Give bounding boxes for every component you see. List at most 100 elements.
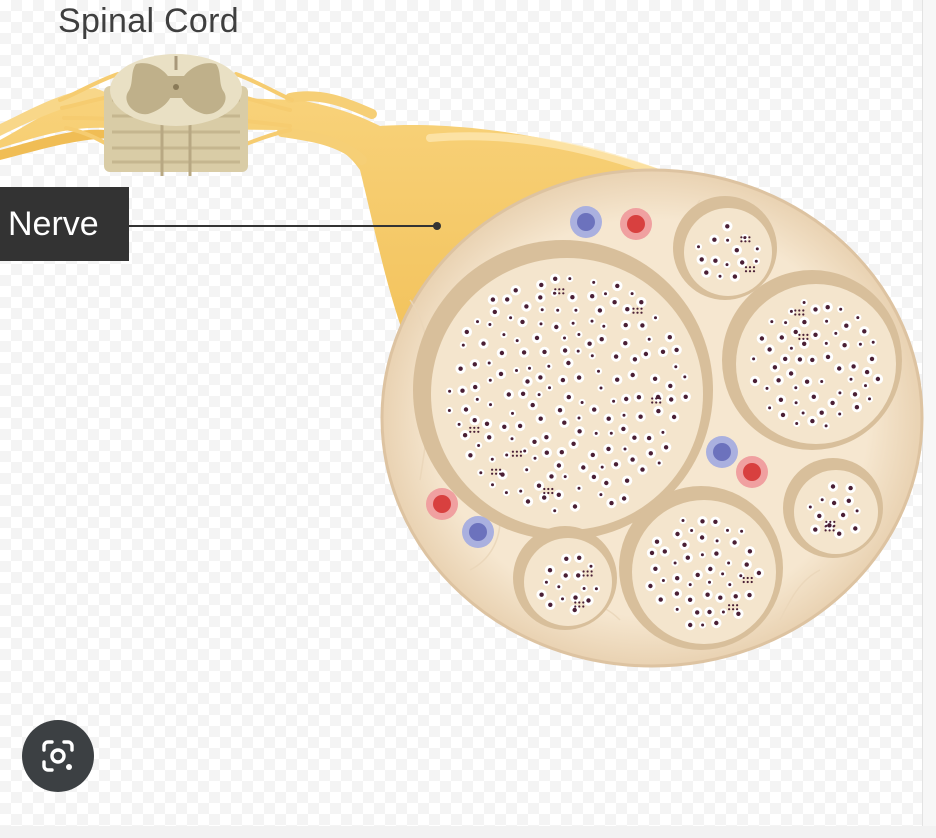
axon-core xyxy=(778,397,784,402)
unmyelinated-fiber xyxy=(543,491,546,495)
axon-core xyxy=(770,320,774,324)
axon-core xyxy=(732,540,737,545)
unmyelinated-fiber xyxy=(547,487,550,491)
axon-core xyxy=(668,383,673,389)
axon-core xyxy=(810,418,815,424)
artery-left xyxy=(426,488,458,520)
axon-core xyxy=(699,535,705,540)
axon-core xyxy=(727,561,731,565)
axon-core xyxy=(784,321,788,325)
axon-core xyxy=(765,386,769,390)
axon-core xyxy=(825,354,831,360)
axon-core xyxy=(726,238,730,242)
axon-core xyxy=(566,394,571,400)
axon-core xyxy=(590,319,594,323)
fascicle-bottom-middle xyxy=(619,486,783,650)
axon-core xyxy=(714,620,719,626)
unmyelinated-fiber xyxy=(802,333,805,336)
axon-core xyxy=(661,430,665,434)
unmyelinated-fiber xyxy=(802,337,805,340)
unmyelinated-fiber xyxy=(477,430,480,433)
axon-core xyxy=(846,498,851,503)
unmyelinated-fiber xyxy=(802,309,805,312)
unmyelinated-fiber xyxy=(794,309,797,312)
axon-core xyxy=(447,409,451,412)
unmyelinated-fiber xyxy=(732,608,735,611)
axon-core xyxy=(804,379,810,384)
axon-core xyxy=(472,418,477,423)
axon-core xyxy=(747,549,753,554)
axon-core xyxy=(697,245,700,249)
axon-core xyxy=(721,610,725,614)
axon-core xyxy=(570,295,575,300)
axon-core xyxy=(577,333,581,336)
unmyelinated-fiber xyxy=(515,450,519,453)
axon-core xyxy=(871,340,875,344)
axon-core xyxy=(613,462,619,467)
axon-core xyxy=(542,495,547,500)
axon-core xyxy=(767,347,772,352)
axon-core xyxy=(487,435,492,440)
axon-core xyxy=(830,484,836,489)
axon-core xyxy=(756,570,762,576)
axon-core xyxy=(622,413,626,417)
unmyelinated-fiber xyxy=(511,454,514,457)
axon-core xyxy=(479,471,483,475)
axon-core xyxy=(688,583,692,587)
axon-core xyxy=(825,319,829,323)
axon-core xyxy=(594,587,598,591)
axon-core xyxy=(623,447,627,451)
unmyelinated-fiber xyxy=(469,430,472,433)
axon-core xyxy=(831,500,837,506)
axon-core xyxy=(509,316,513,320)
unmyelinated-fiber xyxy=(586,570,589,573)
google-lens-button[interactable] xyxy=(22,720,94,792)
axon-core xyxy=(500,472,505,477)
nerve-label: Nerve xyxy=(0,187,129,261)
axon-core xyxy=(795,422,799,425)
axon-core xyxy=(549,474,554,479)
axon-core xyxy=(853,526,858,531)
unmyelinated-fiber xyxy=(750,580,753,584)
axon-core xyxy=(590,294,595,299)
axon-core xyxy=(590,452,595,458)
axon-core xyxy=(502,424,507,429)
axon-core xyxy=(658,597,663,602)
axon-core xyxy=(640,323,645,328)
unmyelinated-fiber xyxy=(632,307,635,310)
unmyelinated-fiber xyxy=(515,454,519,457)
axon-core xyxy=(687,597,693,602)
axon-core xyxy=(718,274,722,278)
axon-core xyxy=(704,270,709,275)
unmyelinated-fiber xyxy=(740,240,743,243)
axon-core xyxy=(521,350,527,355)
vein-top xyxy=(570,206,602,238)
axon-core xyxy=(586,598,591,603)
axon-core xyxy=(520,391,526,396)
unmyelinated-fiber xyxy=(798,333,801,336)
axon-core xyxy=(547,568,553,573)
axon-core xyxy=(705,592,710,597)
axon-core xyxy=(562,420,567,425)
axon-core xyxy=(548,386,551,390)
unmyelinated-fiber xyxy=(473,430,476,433)
axon-core xyxy=(830,400,835,406)
unmyelinated-fiber xyxy=(582,601,585,604)
unmyelinated-fiber xyxy=(824,529,827,532)
axon-core xyxy=(708,566,713,572)
axon-core xyxy=(506,392,511,397)
unmyelinated-fiber xyxy=(806,333,809,336)
axon-core xyxy=(590,354,594,358)
axon-core xyxy=(571,321,575,325)
axon-core xyxy=(492,309,497,315)
axon-core xyxy=(488,378,492,382)
axon-core xyxy=(557,585,561,589)
axon-core xyxy=(468,453,473,458)
axon-core xyxy=(683,394,688,399)
unmyelinated-fiber xyxy=(511,450,514,453)
axon-core xyxy=(839,307,843,311)
unmyelinated-fiber xyxy=(491,472,494,475)
axon-core xyxy=(587,341,592,346)
unmyelinated-fiber xyxy=(574,601,577,604)
unmyelinated-fiber xyxy=(832,529,835,532)
